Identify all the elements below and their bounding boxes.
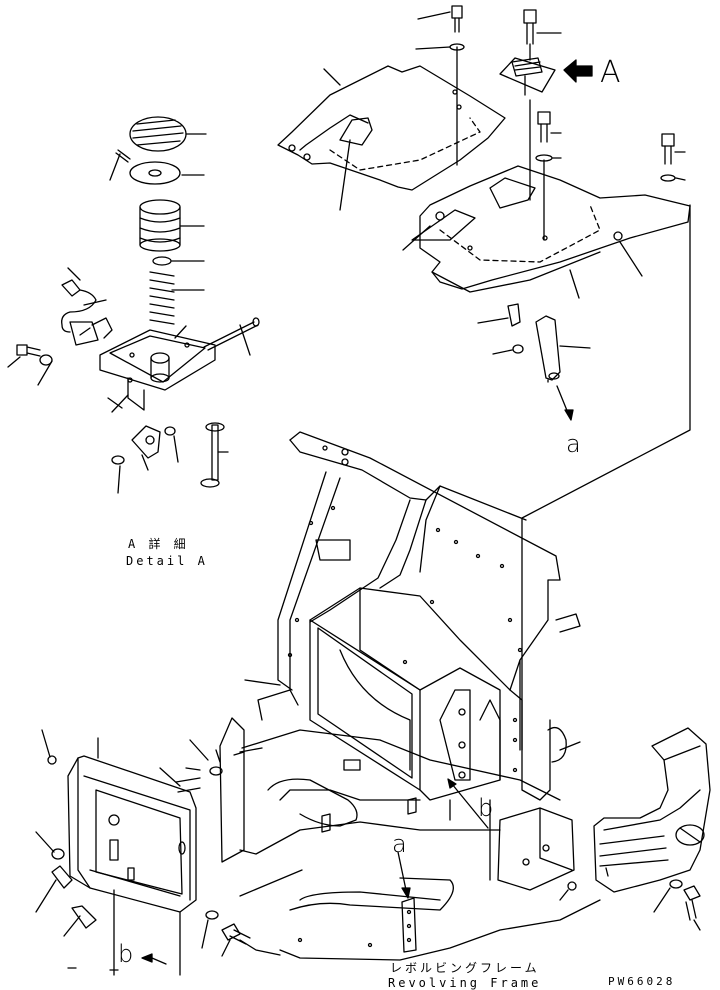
view-a-arrow — [563, 59, 593, 83]
cover-plate — [411, 165, 691, 293]
ref-b-right-label: b — [478, 794, 494, 822]
frame-en-label: Revolving Frame — [388, 976, 542, 990]
ref-a-top-label: a — [566, 430, 581, 458]
detail-ja-label: A 詳 細 — [128, 537, 189, 551]
reference-markers — [67, 967, 119, 971]
ref-a-bottom-label: a — [392, 830, 407, 858]
side-cover — [559, 727, 711, 931]
floor-plate — [277, 65, 506, 191]
bracket-a — [477, 303, 591, 421]
front-cover — [35, 717, 251, 976]
top-bolts — [323, 5, 686, 299]
ref-b-left-label: b — [118, 940, 134, 968]
frame-ja-label: レボルビングフレーム — [390, 961, 540, 975]
view-a-label: A — [600, 55, 621, 90]
detail-a-assembly — [7, 116, 260, 494]
drawing-code-label: PW66028 — [608, 975, 676, 988]
revolving-frame-structure — [239, 204, 691, 961]
detail-en-label: Detail A — [126, 554, 208, 568]
